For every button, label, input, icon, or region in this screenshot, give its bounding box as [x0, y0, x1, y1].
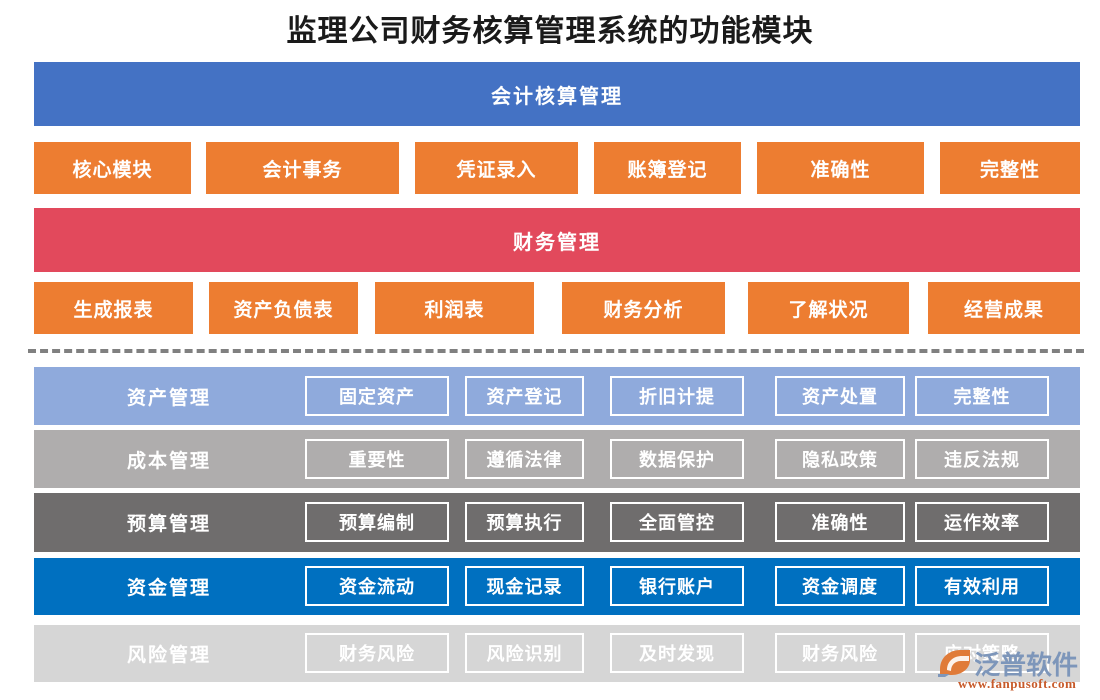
module-box-risk-4[interactable]: 财务风险: [775, 633, 905, 673]
module-box-fund-2[interactable]: 现金记录: [465, 566, 584, 606]
module-box-cost-5[interactable]: 违反法规: [915, 439, 1049, 479]
chip-balance-sheet[interactable]: 资产负债表: [209, 282, 358, 334]
module-box-fund-4[interactable]: 资金调度: [775, 566, 905, 606]
module-box-asset-1[interactable]: 固定资产: [305, 376, 449, 416]
module-box-budget-1[interactable]: 预算编制: [305, 502, 449, 542]
chip-row-accounting: 核心模块 会计事务 凭证录入 账簿登记 准确性 完整性: [34, 142, 1080, 194]
chip-voucher-entry[interactable]: 凭证录入: [415, 142, 578, 194]
page-title: 监理公司财务核算管理系统的功能模块: [286, 15, 814, 48]
chip-financial-analysis[interactable]: 财务分析: [562, 282, 725, 334]
module-label-risk: 风险管理: [126, 645, 211, 666]
module-row-asset: 资产管理 固定资产 资产登记 折旧计提 资产处置 完整性: [34, 367, 1080, 425]
module-box-cost-1[interactable]: 重要性: [305, 439, 449, 479]
module-row-risk: 风险管理 财务风险 风险识别 及时发现 财务风险 应对策略: [34, 625, 1080, 682]
chip-generate-report[interactable]: 生成报表: [34, 282, 193, 334]
module-box-budget-4[interactable]: 准确性: [775, 502, 905, 542]
module-boxes-risk: 财务风险 风险识别 及时发现 财务风险 应对策略: [304, 625, 1080, 682]
section-bar-finance-label: 财务管理: [513, 231, 601, 254]
module-box-cost-4[interactable]: 隐私政策: [775, 439, 905, 479]
module-row-fund: 资金管理 资金流动 现金记录 银行账户 资金调度 有效利用: [34, 558, 1080, 615]
module-box-asset-3[interactable]: 折旧计提: [610, 376, 744, 416]
module-row-budget: 预算管理 预算编制 预算执行 全面管控 准确性 运作效率: [34, 493, 1080, 552]
chip-completeness[interactable]: 完整性: [940, 142, 1080, 194]
module-box-risk-2[interactable]: 风险识别: [465, 633, 584, 673]
module-box-asset-4[interactable]: 资产处置: [775, 376, 905, 416]
module-label-fund: 资金管理: [126, 578, 211, 599]
section-bar-finance: 财务管理: [34, 208, 1080, 272]
chip-row-finance: 生成报表 资产负债表 利润表 财务分析 了解状况 经营成果: [34, 282, 1080, 334]
module-box-risk-5[interactable]: 应对策略: [915, 633, 1049, 673]
module-boxes-asset: 固定资产 资产登记 折旧计提 资产处置 完整性: [304, 367, 1080, 425]
module-label-budget: 预算管理: [126, 514, 211, 535]
module-box-asset-2[interactable]: 资产登记: [465, 376, 584, 416]
chip-core-module[interactable]: 核心模块: [34, 142, 191, 194]
chip-understand-status[interactable]: 了解状况: [748, 282, 909, 334]
module-boxes-budget: 预算编制 预算执行 全面管控 准确性 运作效率: [304, 493, 1080, 552]
section-bar-accounting-label: 会计核算管理: [491, 85, 623, 108]
section-bar-accounting: 会计核算管理: [34, 62, 1080, 126]
module-box-budget-5[interactable]: 运作效率: [915, 502, 1049, 542]
module-boxes-cost: 重要性 遵循法律 数据保护 隐私政策 违反法规: [304, 430, 1080, 488]
module-label-asset: 资产管理: [126, 387, 211, 409]
section-divider: [28, 349, 1084, 353]
module-box-fund-3[interactable]: 银行账户: [610, 566, 744, 606]
module-box-asset-5[interactable]: 完整性: [915, 376, 1049, 416]
module-box-budget-3[interactable]: 全面管控: [610, 502, 744, 542]
module-label-cost: 成本管理: [126, 450, 211, 472]
chip-ledger-register[interactable]: 账簿登记: [594, 142, 741, 194]
module-box-budget-2[interactable]: 预算执行: [465, 502, 584, 542]
module-box-cost-3[interactable]: 数据保护: [610, 439, 744, 479]
module-boxes-fund: 资金流动 现金记录 银行账户 资金调度 有效利用: [304, 558, 1080, 615]
chip-income-statement[interactable]: 利润表: [375, 282, 534, 334]
module-box-risk-3[interactable]: 及时发现: [610, 633, 744, 673]
module-box-risk-1[interactable]: 财务风险: [305, 633, 449, 673]
module-row-cost: 成本管理 重要性 遵循法律 数据保护 隐私政策 违反法规: [34, 430, 1080, 488]
module-box-fund-5[interactable]: 有效利用: [915, 566, 1049, 606]
module-box-cost-2[interactable]: 遵循法律: [465, 439, 584, 479]
chip-operating-results[interactable]: 经营成果: [928, 282, 1080, 334]
chip-accuracy[interactable]: 准确性: [757, 142, 924, 194]
module-box-fund-1[interactable]: 资金流动: [305, 566, 449, 606]
chip-accounting-affairs[interactable]: 会计事务: [206, 142, 399, 194]
